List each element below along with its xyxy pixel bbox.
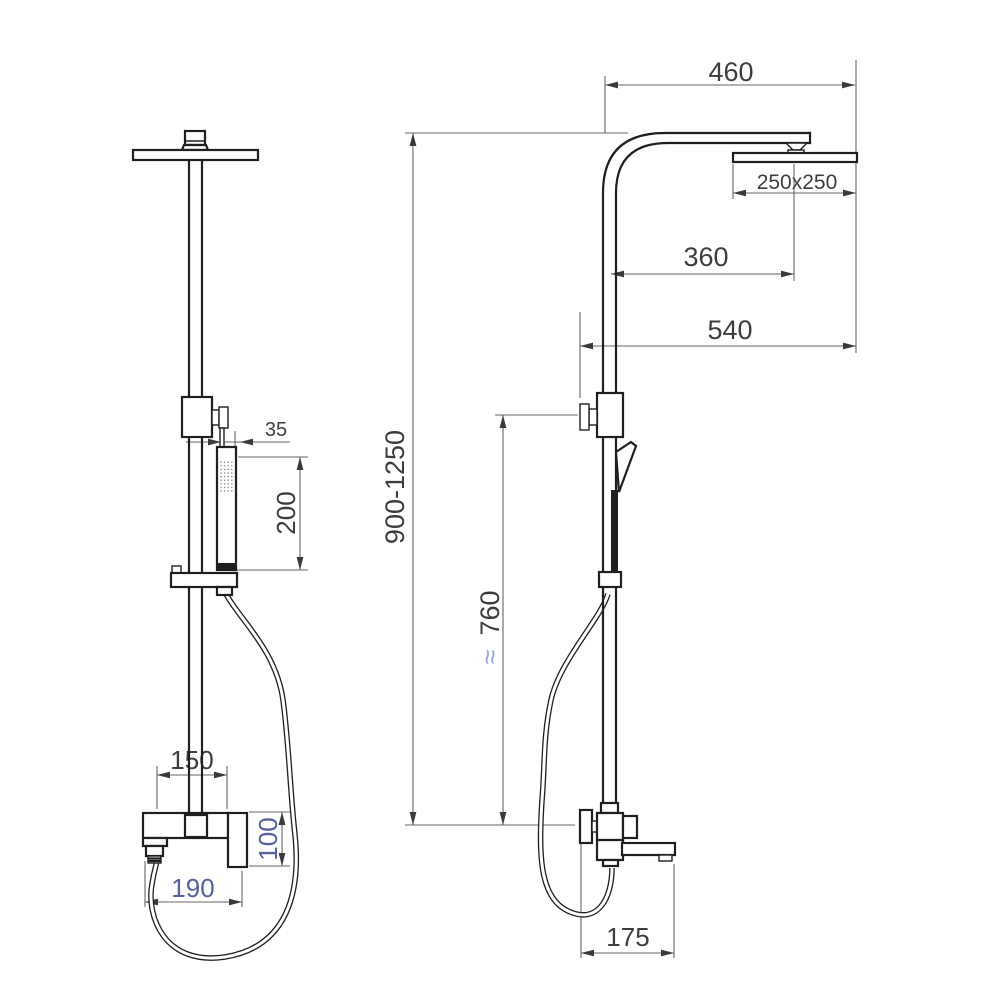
dimension-900-1250: 900-1250 (380, 132, 628, 826)
dim-label-175: 175 (606, 922, 649, 952)
spray-face (220, 460, 233, 492)
dimension-100: 100 (249, 811, 290, 867)
mixer-cartridge-cover (183, 813, 209, 839)
shower-head-plate-side (731, 151, 859, 164)
dim-label-200: 200 (271, 491, 301, 534)
spout-tip (658, 854, 673, 862)
front-view: 35 200 150 100 (131, 129, 308, 961)
wall-escutcheon (578, 808, 594, 845)
hand-shower-side (611, 440, 638, 572)
dimension-190: 190 (144, 861, 243, 907)
diverter-knob (579, 403, 590, 431)
handshower-holder-knob (218, 406, 229, 429)
mixer-side (578, 801, 677, 868)
diverter-side (579, 391, 625, 439)
ball-joint (784, 142, 809, 151)
dimension-175: 175 (580, 840, 675, 958)
mixer-handle-side (621, 814, 639, 840)
dim-label-460: 460 (708, 57, 753, 87)
dimension-250x250: 250x250 (732, 164, 856, 281)
dim-label-760: 760 (475, 590, 505, 635)
hand-shower-front (215, 445, 238, 572)
dimension-150: 150 (156, 745, 228, 809)
dimension-35: 35 (186, 419, 290, 457)
dim-label-approx: ≈ (475, 649, 505, 664)
slider-bracket-front (169, 565, 239, 597)
shower-hose-side (537, 593, 615, 918)
dimension-360: 360 (611, 242, 794, 278)
diverter-front (180, 395, 229, 448)
spout (620, 841, 677, 857)
dim-label-190: 190 (171, 873, 214, 903)
dimension-540: 540 (579, 312, 856, 398)
mixer-body-side (595, 811, 625, 862)
hose-connector-side (601, 858, 620, 868)
dim-label-150: 150 (170, 745, 213, 775)
dimension-760: 760 ≈ (475, 414, 578, 825)
side-view: 460 250x250 360 540 (380, 57, 859, 958)
dim-label-250x250: 250x250 (757, 171, 838, 194)
overhead-shower-side (731, 142, 859, 164)
dim-label-540: 540 (707, 315, 752, 345)
hose-connector-front (215, 585, 234, 597)
dimension-200: 200 (235, 456, 308, 571)
overhead-shower-front (131, 129, 260, 162)
shower-hose-front (148, 592, 300, 961)
slider-bracket-side (597, 570, 623, 589)
dimension-460: 460 (604, 57, 857, 353)
mixer-side-block-front (226, 811, 249, 869)
dim-label-900-1250: 900-1250 (380, 430, 410, 544)
dim-label-100: 100 (253, 817, 283, 860)
dim-label-360: 360 (683, 242, 728, 272)
shower-head-plate-front (131, 148, 260, 162)
riser-pipe-front (187, 158, 204, 815)
dim-label-35: 35 (265, 419, 287, 441)
mixer-front (141, 811, 249, 869)
riser-pipe-side (601, 131, 812, 805)
